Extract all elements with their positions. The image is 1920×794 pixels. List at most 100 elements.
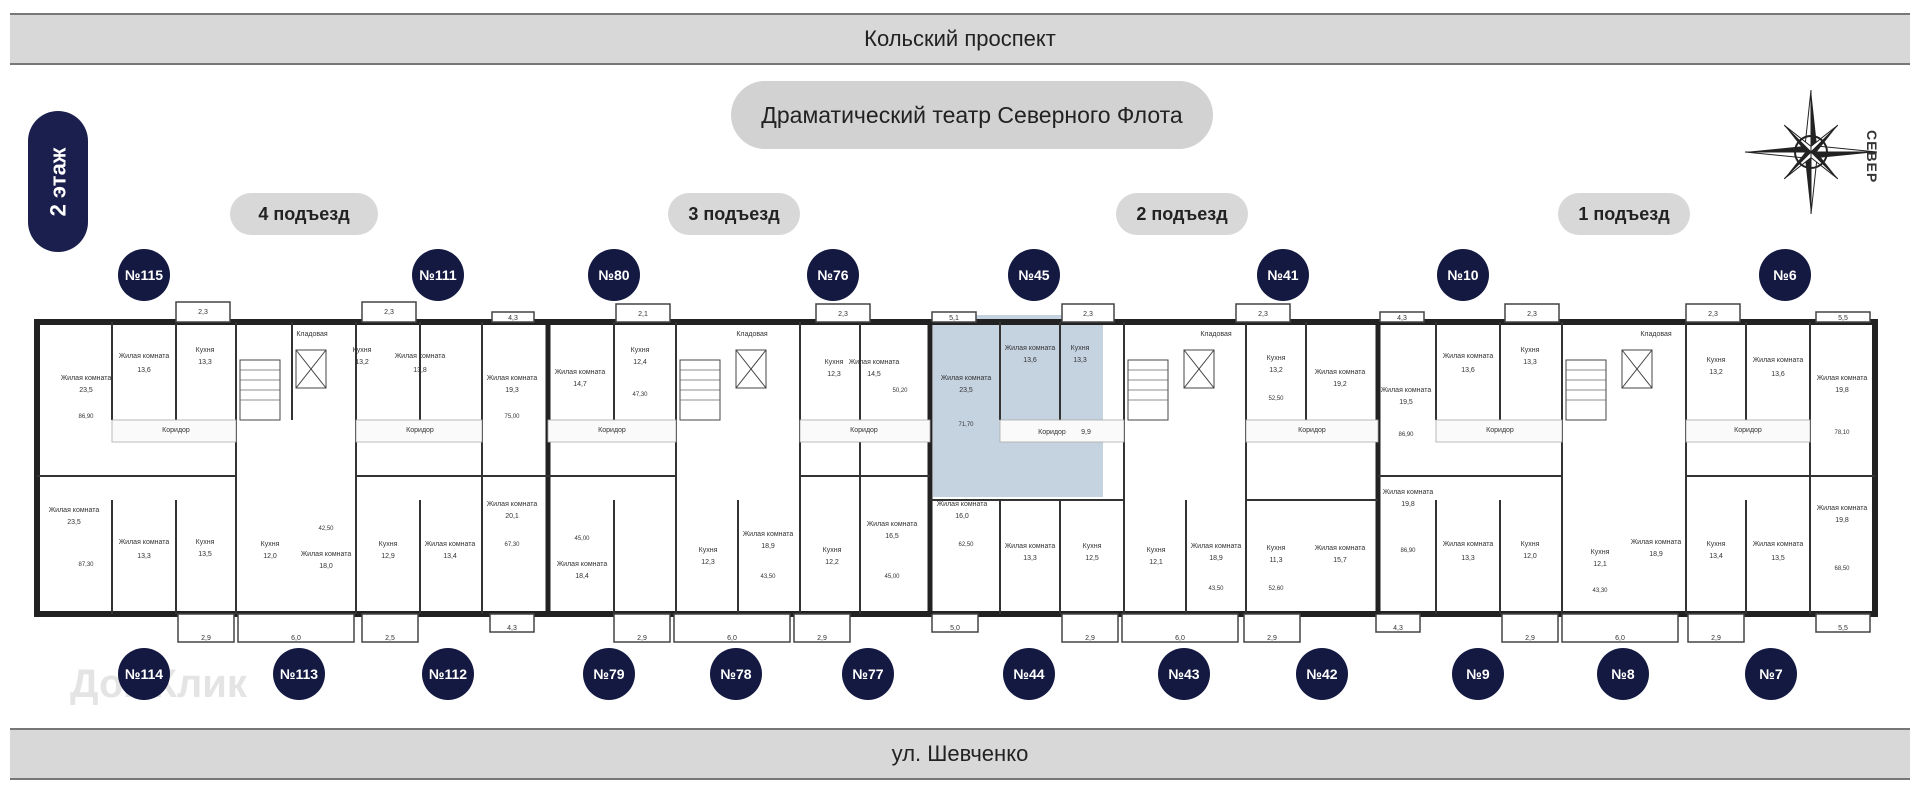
plan-label: Жилая комната — [1315, 545, 1366, 552]
plan-label: Жилая комната — [1315, 369, 1366, 376]
plan-label: 47,30 — [632, 392, 648, 398]
apartment-badge[interactable]: №43 — [1158, 648, 1210, 700]
apartment-badge[interactable]: №41 — [1257, 249, 1309, 301]
apartment-badge[interactable]: №114 — [118, 648, 170, 700]
plan-label: 13,5 — [1771, 555, 1785, 562]
apartment-badge[interactable]: №44 — [1003, 648, 1055, 700]
plan-label: 5,5 — [1838, 625, 1848, 632]
apartment-badge[interactable]: №80 — [588, 249, 640, 301]
plan-label: Жилая комната — [119, 539, 170, 546]
plan-label: 12,1 — [1593, 561, 1607, 568]
apartment-badge[interactable]: №77 — [842, 648, 894, 700]
plan-label: 86,90 — [1398, 432, 1414, 438]
plan-label: 2,9 — [1525, 635, 1535, 642]
plan-label: Жилая комната — [941, 375, 992, 382]
apartment-badge[interactable]: №6 — [1759, 249, 1811, 301]
plan-label: 12,1 — [1149, 559, 1163, 566]
entrance-label: 2 подъезд — [1136, 203, 1228, 224]
plan-label: Кухня — [261, 541, 280, 548]
apartment-badge[interactable]: №111 — [412, 249, 464, 301]
plan-label: 5,1 — [949, 315, 959, 322]
plan-label: Кладовая — [736, 331, 768, 338]
plan-label: 16,5 — [885, 533, 899, 540]
plan-label: 13,2 — [1709, 369, 1723, 376]
apartment-badge[interactable]: №76 — [807, 249, 859, 301]
apartment-badge[interactable]: №45 — [1008, 249, 1060, 301]
plan-label: Кухня — [196, 347, 215, 354]
plan-label: Кухня — [1591, 549, 1610, 556]
plan-label: 12,0 — [263, 553, 277, 560]
apartment-badge[interactable]: №42 — [1296, 648, 1348, 700]
plan-label: Кухня — [1521, 541, 1540, 548]
plan-label: Жилая комната — [1631, 539, 1682, 546]
apartment-badge[interactable]: №8 — [1597, 648, 1649, 700]
plan-label: Кухня — [1267, 545, 1286, 552]
plan-label: Кухня — [1707, 357, 1726, 364]
plan-label: 18,0 — [319, 563, 333, 570]
plan-label: Жилая комната — [49, 507, 100, 514]
plan-label: 13,2 — [355, 359, 369, 366]
plan-label: 18,9 — [1209, 555, 1223, 562]
entrance-2-pill[interactable]: 2 подъезд — [1116, 193, 1248, 235]
plan-label: 6,0 — [1615, 635, 1625, 642]
plan-label: 2,9 — [1267, 635, 1277, 642]
plan-label: 14,7 — [573, 381, 587, 388]
plan-label: 13,3 — [137, 553, 151, 560]
plan-label: 18,4 — [575, 573, 589, 580]
plan-label: 13,8 — [413, 367, 427, 374]
plan-label: 16,0 — [955, 513, 969, 520]
plan-label: Жилая комната — [487, 375, 538, 382]
plan-label: 12,3 — [701, 559, 715, 566]
street-top: Кольский проспект — [10, 13, 1910, 65]
plan-label: 75,00 — [504, 414, 520, 420]
plan-label: Кухня — [1521, 347, 1540, 354]
plan-label: 13,6 — [1023, 357, 1037, 364]
landmark-pill: Драматический театр Северного Флота — [731, 81, 1213, 149]
plan-label: Коридор — [850, 427, 878, 434]
plan-label: Кухня — [1147, 547, 1166, 554]
street-top-label: Кольский проспект — [864, 26, 1056, 51]
plan-label: 18,9 — [761, 543, 775, 550]
plan-label: 2,5 — [385, 635, 395, 642]
plan-label: 19,2 — [1333, 381, 1347, 388]
plan-label: Кухня — [379, 541, 398, 548]
plan-label: Жилая комната — [301, 551, 352, 558]
plan-label: 13,3 — [1461, 555, 1475, 562]
plan-label: 86,90 — [1400, 548, 1416, 554]
plan-label: 23,5 — [959, 387, 973, 394]
plan-label: 45,00 — [884, 574, 900, 580]
plan-label: Жилая комната — [1005, 345, 1056, 352]
plan-label: Жилая комната — [425, 541, 476, 548]
plan-label: 78,10 — [1834, 430, 1850, 436]
apartment-badge[interactable]: №10 — [1437, 249, 1489, 301]
entrance-3-pill[interactable]: 3 подъезд — [668, 193, 800, 235]
plan-label: Жилая комната — [743, 531, 794, 538]
plan-label: 13,6 — [137, 367, 151, 374]
apartment-badge[interactable]: №78 — [710, 648, 762, 700]
apartment-badge[interactable]: №9 — [1452, 648, 1504, 700]
entrance-1-pill[interactable]: 1 подъезд — [1558, 193, 1690, 235]
plan-label: 45,00 — [574, 536, 590, 542]
plan-label: 12,4 — [633, 359, 647, 366]
plan-label: Жилая комната — [487, 501, 538, 508]
apartment-badge[interactable]: №7 — [1745, 648, 1797, 700]
plan-label: Жилая комната — [1191, 543, 1242, 550]
plan-label: 2,3 — [1083, 311, 1093, 318]
street-bottom-label: ул. Шевченко — [891, 741, 1029, 766]
plan-label: 2,9 — [637, 635, 647, 642]
apartment-badge[interactable]: №79 — [583, 648, 635, 700]
plan-label: 71,70 — [958, 422, 974, 428]
plan-label: 20,1 — [505, 513, 519, 520]
plan-label: 86,90 — [78, 414, 94, 420]
apartment-badge[interactable]: №112 — [422, 648, 474, 700]
plan-label: Жилая комната — [1753, 357, 1804, 364]
plan-label: Кухня — [353, 347, 372, 354]
plan-label: 67,30 — [504, 542, 520, 548]
plan-label: 2,3 — [1527, 311, 1537, 318]
plan-label: Жилая комната — [395, 353, 446, 360]
apartment-badge[interactable]: №113 — [273, 648, 325, 700]
plan-label: 2,1 — [638, 311, 648, 318]
plan-label: Жилая комната — [1443, 353, 1494, 360]
apartment-badge[interactable]: №115 — [118, 249, 170, 301]
entrance-4-pill[interactable]: 4 подъезд — [230, 193, 378, 235]
